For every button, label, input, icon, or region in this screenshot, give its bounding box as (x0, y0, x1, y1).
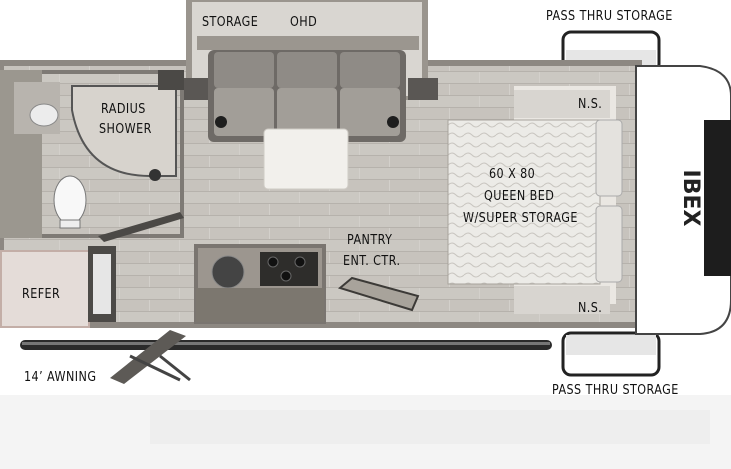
nightstand-bottom-label: N.S. (578, 301, 603, 316)
radius-shower-label-2: SHOWER (99, 122, 152, 137)
pantry-label-2: ENT. CTR. (343, 254, 401, 269)
pass-thru-storage-top-label: PASS THRU STORAGE (546, 9, 673, 24)
galley-counter (194, 244, 326, 324)
pass-thru-storage-bottom-label: PASS THRU STORAGE (552, 383, 679, 398)
floor-shadow (0, 395, 731, 469)
bed-label-2: QUEEN BED (484, 189, 555, 204)
queen-bed (447, 86, 623, 314)
sink-basin (29, 103, 59, 127)
refer-label: REFER (22, 287, 61, 302)
ibex-logo: IBEX (678, 170, 703, 227)
pantry-label-1: PANTRY (347, 233, 393, 248)
awning (20, 340, 552, 350)
pass-thru-storage-bottom-box (561, 331, 661, 377)
nightstand-bottom (514, 286, 610, 314)
dinette-table (263, 128, 349, 190)
bed-label-1: 60 X 80 (489, 167, 536, 182)
nightstand-top-label: N.S. (578, 97, 603, 112)
pantry-ent-ctr (337, 276, 420, 312)
toilet-icon (53, 175, 87, 225)
ohd-label: OHD (290, 15, 318, 30)
bed-label-3: W/SUPER STORAGE (463, 211, 578, 226)
storage-label: STORAGE (202, 15, 259, 30)
front-cap: IBEX (635, 65, 731, 335)
nightstand-top (514, 90, 610, 118)
awning-label: 14’ AWNING (24, 370, 97, 385)
entry-steps (110, 330, 191, 384)
refrigerator (0, 246, 116, 328)
kitchen-sink (211, 255, 245, 289)
bathroom (0, 70, 184, 242)
sofa (208, 50, 406, 142)
radius-shower-label-1: RADIUS (101, 102, 146, 117)
